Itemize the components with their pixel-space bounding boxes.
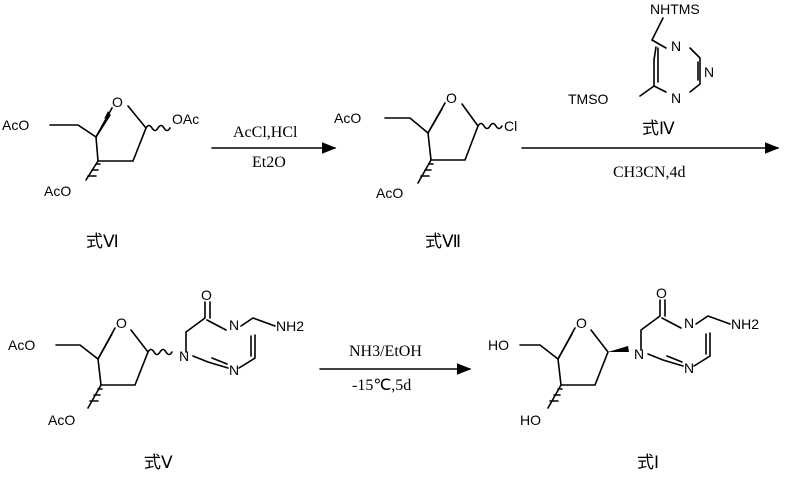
substituent-bottom: AcO bbox=[44, 183, 71, 199]
ring-nitrogen: N bbox=[684, 315, 694, 331]
reagent-below: -15℃,5d bbox=[352, 377, 411, 394]
ring-nitrogen: N bbox=[229, 362, 239, 378]
reaction-arrow-2: CH3CN,4d bbox=[521, 142, 780, 181]
compound-7: AcO O Cl AcO 式Ⅶ bbox=[334, 90, 517, 252]
reagent-below: Et2O bbox=[252, 154, 286, 171]
ring-oxygen: O bbox=[576, 315, 587, 331]
substituent-top: HO bbox=[488, 337, 509, 353]
substituent-bottom: AcO bbox=[376, 185, 403, 201]
substituent-amine: NHTMS bbox=[650, 1, 700, 17]
compound-4: NHTMS N N N TMSO 式Ⅳ bbox=[568, 1, 714, 139]
reaction-arrow-1: AcCl,HCl Et2O bbox=[211, 124, 337, 171]
ring-nitrogen: N bbox=[684, 360, 694, 376]
substituent-top: AcO bbox=[2, 117, 29, 133]
ring-nitrogen: N bbox=[704, 64, 714, 80]
reagent-above: AcCl,HCl bbox=[233, 124, 298, 141]
substituent-ether: TMSO bbox=[568, 91, 609, 107]
substituent-anomeric: Cl bbox=[504, 118, 517, 134]
carbonyl-oxygen: O bbox=[201, 287, 212, 303]
compound-caption: 式Ⅳ bbox=[642, 119, 675, 139]
compound-1: HO O O N N N NH2 HO 式Ⅰ bbox=[488, 285, 759, 473]
ring-nitrogen: N bbox=[634, 346, 644, 362]
substituent-amine: NH2 bbox=[731, 316, 759, 332]
compound-caption: 式Ⅴ bbox=[144, 453, 173, 473]
ring-nitrogen: N bbox=[671, 90, 681, 106]
substituent-amine: NH2 bbox=[276, 318, 304, 334]
ring-nitrogen: N bbox=[229, 317, 239, 333]
compound-5: AcO O O N N N NH2 AcO 式Ⅴ bbox=[8, 287, 304, 473]
reagent-above: NH3/EtOH bbox=[349, 343, 422, 360]
substituent-top: AcO bbox=[8, 337, 35, 353]
ring-nitrogen: N bbox=[179, 348, 189, 364]
substituent-bottom: AcO bbox=[48, 412, 75, 428]
substituent-anomeric: OAc bbox=[172, 111, 199, 127]
compound-caption: 式Ⅶ bbox=[425, 232, 461, 252]
ring-oxygen: O bbox=[116, 315, 127, 331]
reaction-arrow-3: NH3/EtOH -15℃,5d bbox=[319, 343, 472, 394]
ring-oxygen: O bbox=[446, 90, 457, 106]
compound-caption: 式Ⅰ bbox=[637, 453, 659, 473]
substituent-bottom: HO bbox=[520, 412, 541, 428]
ring-oxygen: O bbox=[112, 94, 123, 110]
carbonyl-oxygen: O bbox=[656, 285, 667, 301]
ring-nitrogen: N bbox=[671, 38, 681, 54]
compound-6: AcO O OAc AcO 式Ⅵ bbox=[2, 94, 199, 252]
substituent-top: AcO bbox=[334, 110, 361, 126]
reagent-below: CH3CN,4d bbox=[613, 164, 685, 181]
compound-caption: 式Ⅵ bbox=[86, 232, 119, 252]
